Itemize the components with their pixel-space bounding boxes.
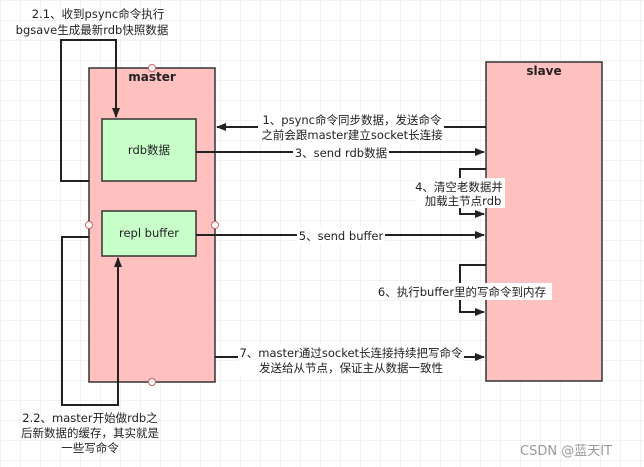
step5-label: 5、send buffer	[299, 229, 384, 243]
master-title: master	[128, 70, 176, 84]
slave-title: slave	[526, 64, 561, 78]
slave-box	[485, 61, 603, 382]
rdb-data-box	[101, 118, 197, 182]
connection-point	[211, 221, 219, 229]
step4-line2: 加载主节点rdb	[425, 194, 502, 208]
step1-line2: 之前会跟master建立socket长连接	[261, 128, 443, 142]
step2-2-line3: 一些写命令	[61, 441, 119, 455]
watermark: CSDN @蓝天IT	[520, 444, 612, 459]
step7-line1: 7、master通过socket长连接持续把写命令	[239, 346, 463, 360]
step2-2-arrow	[61, 236, 122, 406]
step2-2-line2: 后新数据的缓存，其实就是	[21, 426, 159, 440]
step6-label: 6、执行buffer里的写命令到内存	[378, 285, 546, 299]
step1-line1: 1、psync命令同步数据，发送命令	[262, 113, 442, 127]
step2-2-line1: 2.2、master开始做rdb之	[22, 411, 158, 425]
rdb-data-label: rdb数据	[128, 143, 171, 157]
step7-line2: 发送给从节点，保证主从数据一致性	[259, 361, 443, 375]
connection-point	[148, 378, 156, 386]
step3-label: 3、send rdb数据	[295, 146, 388, 160]
connection-point	[85, 221, 93, 229]
repl-buffer-box	[101, 210, 197, 257]
step2-1-line1: 2.1、收到psync命令执行	[32, 7, 165, 21]
step2-1-line2: bgsave生成最新rdb快照数据	[16, 23, 169, 37]
step2-1-arrow	[60, 39, 120, 182]
repl-buffer-label: repl buffer	[119, 226, 179, 240]
connection-point	[148, 64, 156, 72]
step4-line1: 4、清空老数据并	[415, 180, 503, 194]
